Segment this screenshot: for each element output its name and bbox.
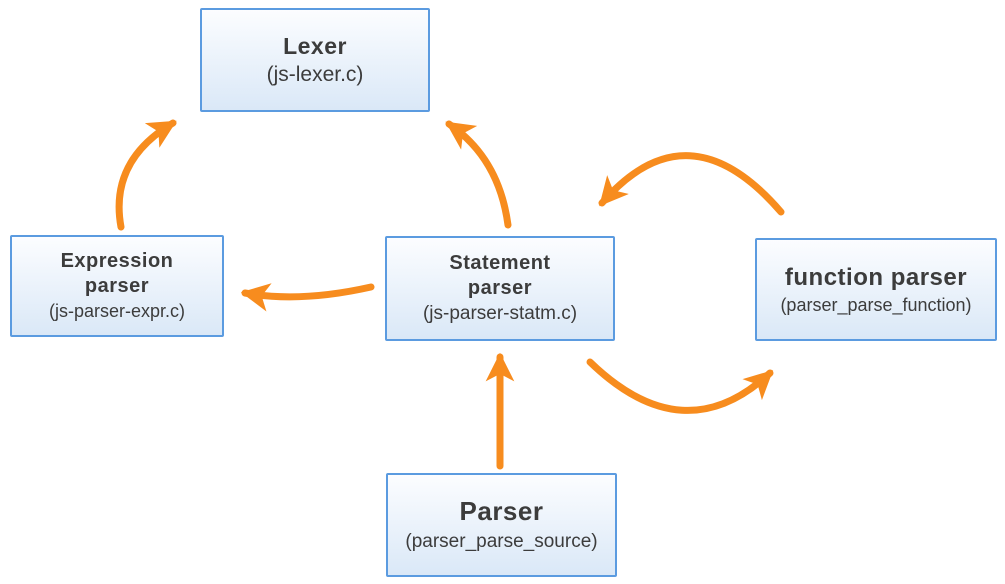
node-function-parser-subtitle: (parser_parse_function)	[780, 294, 972, 315]
node-statement-parser: Statement parser (js-parser-statm.c)	[385, 236, 615, 341]
node-statement-parser-subtitle: (js-parser-statm.c)	[422, 302, 578, 324]
node-function-parser-title: function parser	[784, 263, 968, 291]
node-expression-parser-subtitle: (js-parser-expr.c)	[48, 300, 186, 321]
arrow-expression-parser-to-lexer	[115, 119, 177, 231]
arrow-statement-parser-to-expression-parser	[240, 283, 375, 312]
node-expression-parser-title-line1: Expression	[60, 249, 174, 272]
node-statement-parser-title-line1: Statement	[449, 251, 551, 274]
node-parser-title: Parser	[459, 496, 544, 526]
node-parser-subtitle: (parser_parse_source)	[405, 531, 598, 552]
node-statement-parser-title-line2: parser	[467, 276, 533, 299]
node-lexer-subtitle: (js-lexer.c)	[266, 63, 364, 86]
arrow-statement-parser-to-lexer	[445, 120, 512, 229]
node-lexer: Lexer (js-lexer.c)	[200, 8, 430, 112]
node-function-parser: function parser (parser_parse_function)	[755, 238, 997, 341]
node-expression-parser-title-line2: parser	[84, 274, 150, 297]
arrow-function-parser-to-statement-parser	[598, 152, 785, 216]
node-expression-parser: Expression parser (js-parser-expr.c)	[10, 235, 224, 337]
node-lexer-title: Lexer	[283, 33, 347, 59]
node-parser: Parser (parser_parse_source)	[386, 473, 617, 577]
arrow-statement-parser-to-function-parser	[586, 358, 774, 414]
